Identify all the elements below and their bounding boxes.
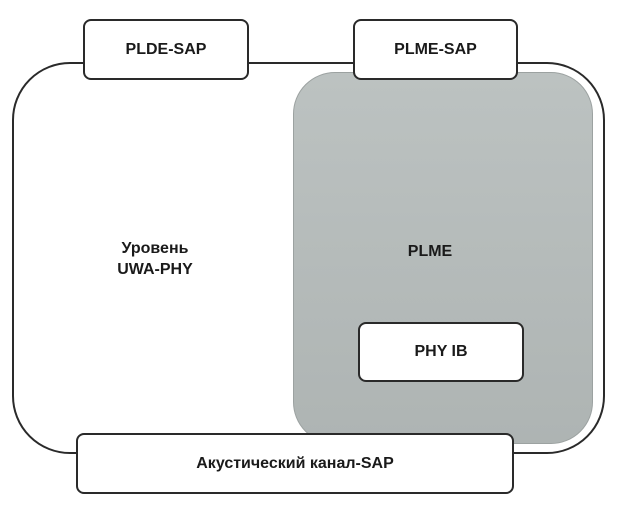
acoustic-channel-sap-box: Акустический канал-SAP [76,433,514,494]
plme-block [293,72,593,444]
plme-sap-label: PLME-SAP [394,40,477,58]
phy-ib-label: PHY IB [414,343,468,360]
layer-label-line1: Уровень [121,240,189,257]
plde-sap-label: PLDE-SAP [125,40,207,58]
plde-sap-box: PLDE-SAP [83,19,249,80]
phy-ib-box: PHY IB [358,322,524,382]
plme-label: PLME [407,243,453,260]
plme-sap-box: PLME-SAP [353,19,518,80]
layer-label-line2: UWA-PHY [117,261,193,278]
acoustic-channel-sap-label: Акустический канал-SAP [196,454,394,472]
layer-label: Уровень UWA-PHY [90,238,220,280]
